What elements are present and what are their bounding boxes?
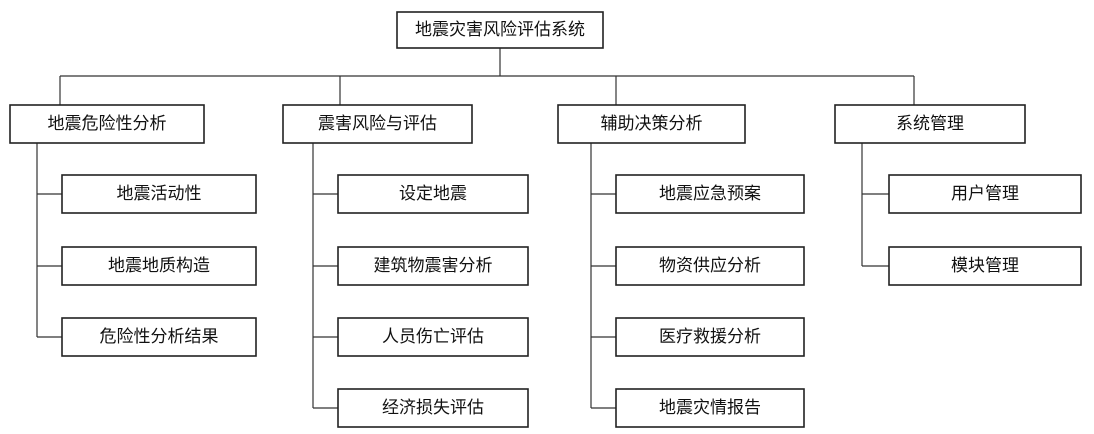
submodule-label: 危险性分析结果 xyxy=(100,327,219,347)
submodule-label: 医疗救援分析 xyxy=(659,327,761,347)
module-node-decision-support: 辅助决策分析 xyxy=(557,104,746,144)
submodule-node: 人员伤亡评估 xyxy=(337,317,529,357)
module-node-seismic-hazard: 地震危险性分析 xyxy=(9,104,205,144)
submodule-node: 危险性分析结果 xyxy=(61,317,257,357)
submodule-node: 建筑物震害分析 xyxy=(337,246,529,286)
submodule-label: 用户管理 xyxy=(951,184,1019,204)
module-label: 震害风险与评估 xyxy=(318,114,437,134)
connectors xyxy=(36,48,915,409)
submodule-node: 医疗救援分析 xyxy=(615,317,805,357)
submodule-label: 地震活动性 xyxy=(117,184,202,204)
submodule-label: 经济损失评估 xyxy=(382,398,484,418)
submodule-label: 地震灾情报告 xyxy=(659,398,761,418)
submodule-node: 地震地质构造 xyxy=(61,246,257,286)
submodule-label: 地震应急预案 xyxy=(659,184,761,204)
submodule-node: 地震灾情报告 xyxy=(615,388,805,428)
root-label: 地震灾害风险评估系统 xyxy=(415,20,585,40)
submodule-node: 地震应急预案 xyxy=(615,174,805,214)
submodule-node: 模块管理 xyxy=(888,246,1082,286)
module-label: 辅助决策分析 xyxy=(601,114,703,134)
submodule-label: 设定地震 xyxy=(399,184,467,204)
submodule-label: 地震地质构造 xyxy=(108,256,210,276)
root-node: 地震灾害风险评估系统 xyxy=(396,11,604,49)
module-node-system-management: 系统管理 xyxy=(834,104,1026,144)
submodule-node: 地震活动性 xyxy=(61,174,257,214)
submodule-node: 设定地震 xyxy=(337,174,529,214)
submodule-node: 物资供应分析 xyxy=(615,246,805,286)
module-label: 系统管理 xyxy=(896,114,964,134)
module-label: 地震危险性分析 xyxy=(48,114,167,134)
submodule-node: 用户管理 xyxy=(888,174,1082,214)
submodule-label: 模块管理 xyxy=(951,256,1019,276)
module-node-damage-risk: 震害风险与评估 xyxy=(282,104,473,144)
submodule-label: 物资供应分析 xyxy=(659,256,761,276)
submodule-label: 人员伤亡评估 xyxy=(382,327,484,347)
submodule-node: 经济损失评估 xyxy=(337,388,529,428)
submodule-label: 建筑物震害分析 xyxy=(374,256,493,276)
